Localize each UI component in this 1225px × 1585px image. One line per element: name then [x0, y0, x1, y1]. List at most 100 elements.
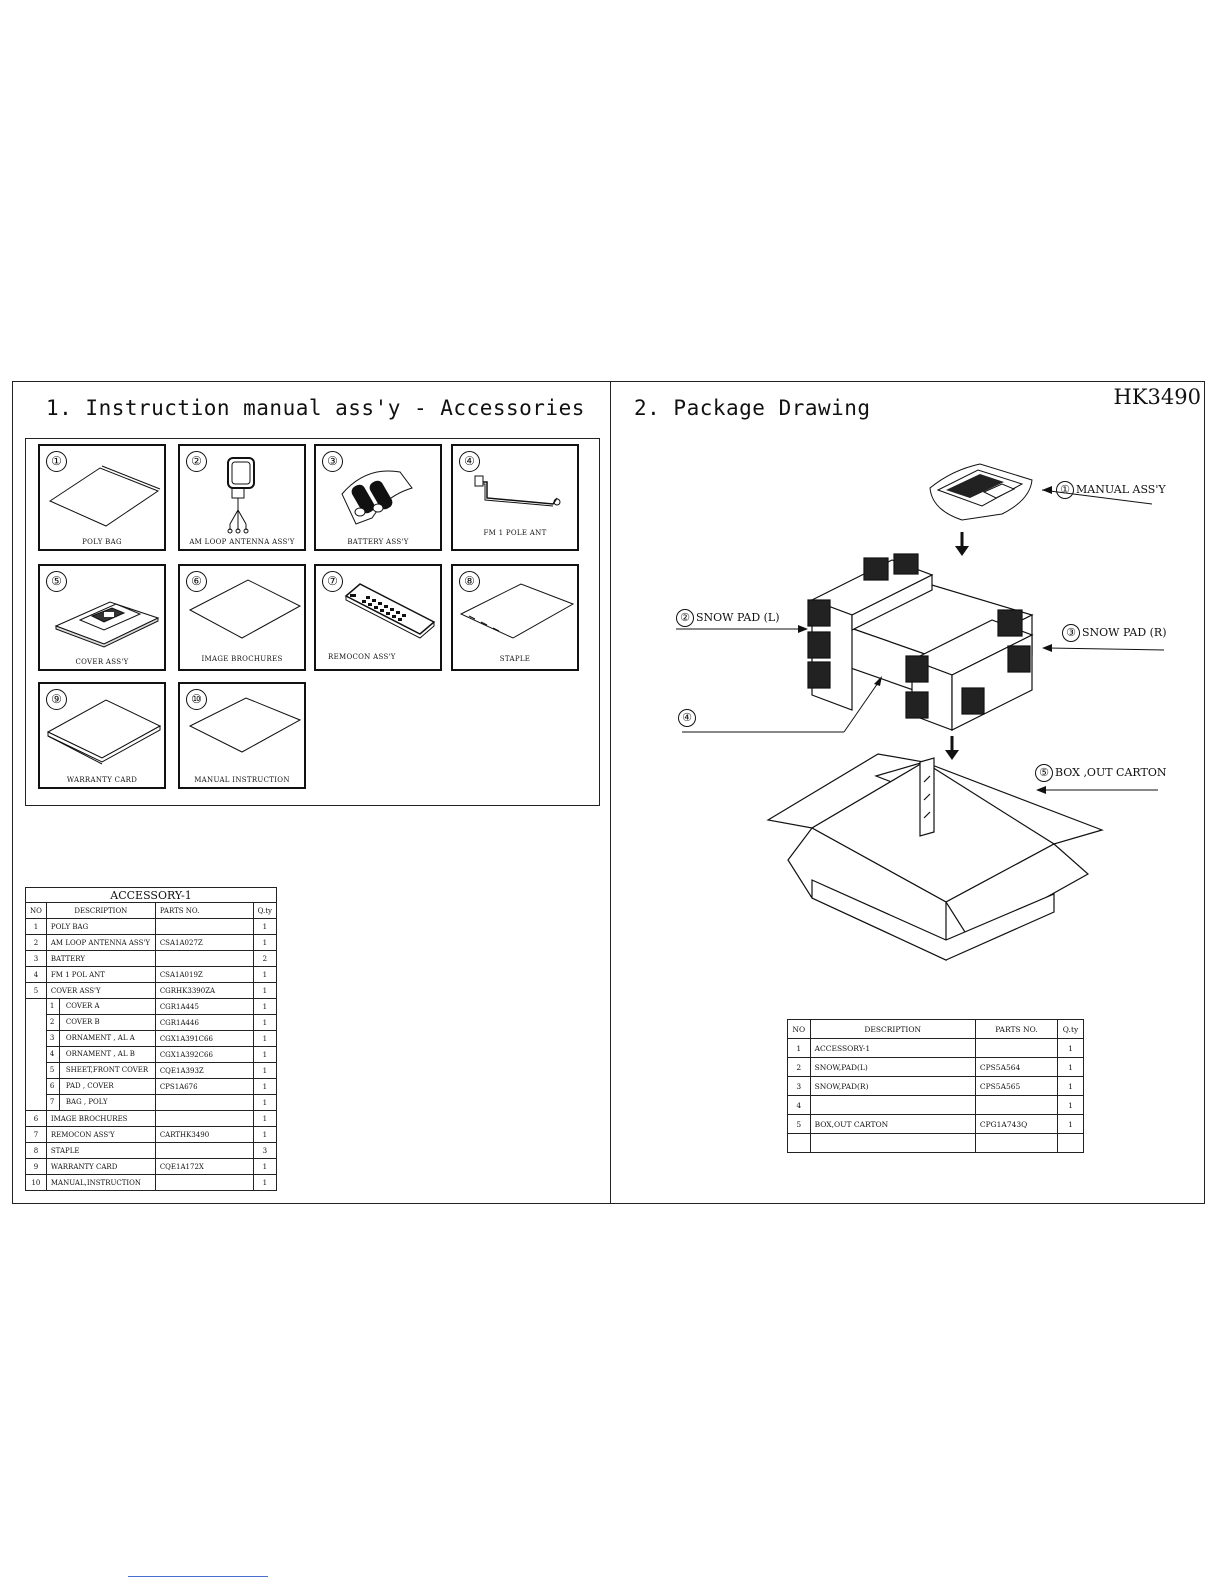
- table-cell-qty: 1: [252, 918, 278, 935]
- table-cell-qty: 1: [252, 1094, 278, 1111]
- accessory-label: FM 1 POLE ANT: [483, 529, 547, 537]
- table-cell-no: 7: [25, 1126, 47, 1143]
- table-header: Q.ty: [252, 902, 278, 919]
- table-cell-no: 3: [787, 1076, 811, 1096]
- table-header: NO: [25, 902, 47, 919]
- table-cell-no: 5: [787, 1114, 811, 1134]
- accessory-tile-fm-pole-antenna: ④ FM 1 POLE ANT: [451, 444, 579, 551]
- table-cell-blank: [25, 1078, 47, 1095]
- table-cell-part-no: [974, 1038, 1059, 1058]
- table-cell-no: 8: [25, 1142, 47, 1159]
- accessory-tile-staple: ⑧ STAPLE: [451, 564, 579, 671]
- accessory-tile-cover: ⑤ COVER ASS'Y: [38, 564, 166, 671]
- section2-title: 2. Package Drawing: [634, 396, 871, 420]
- table-cell-description: ACCESSORY-1: [809, 1038, 976, 1058]
- fm-pole-antenna-icon: [474, 475, 561, 507]
- table-cell-blank: [25, 1030, 47, 1047]
- table-cell-no: 6: [25, 1110, 47, 1127]
- accessory-tile-warranty-card: ⑨ WARRANTY CARD: [38, 682, 166, 789]
- accessory-number: ⑦: [322, 571, 343, 592]
- table-cell-no: 5: [25, 982, 47, 999]
- footer-link-underline: [128, 1576, 268, 1577]
- table-cell-qty: 1: [1057, 1076, 1084, 1096]
- accessory-tile-manual: ⑩ MANUAL INSTRUCTION: [178, 682, 306, 789]
- table-cell-qty: [1057, 1133, 1084, 1153]
- callout-number: ③: [1062, 624, 1080, 642]
- table-cell-desc-text: SHEET,FRONT COVER: [65, 1066, 149, 1074]
- table-cell-desc-text: COVER A: [65, 1002, 100, 1010]
- table-cell-part-no: CPS5A564: [974, 1057, 1059, 1077]
- accessories-frame: [25, 438, 600, 806]
- accessory-label: POLY BAG: [82, 538, 122, 546]
- table-cell-no: [787, 1133, 811, 1153]
- callout-label: BOX ,OUT CARTON: [1055, 766, 1167, 779]
- staple-icon: [459, 583, 575, 639]
- warranty-card-icon: [46, 699, 162, 765]
- table-cell-subno: 3: [47, 1031, 60, 1046]
- manual-icon: [188, 697, 302, 753]
- snow-pads-unit-icon: [807, 553, 1034, 731]
- callout-number: ⑤: [1035, 764, 1053, 782]
- accessory-label: WARRANTY CARD: [66, 776, 138, 784]
- table-cell-part-no: CGX1A392C66: [154, 1046, 254, 1063]
- table-cell-part-no: CSA1A027Z: [154, 934, 254, 951]
- table-header: NO: [787, 1019, 811, 1039]
- table-cell-description: MANUAL,INSTRUCTION: [45, 1174, 156, 1191]
- manual-assembly-icon: [929, 463, 1033, 521]
- accessory-label: IMAGE BROCHURES: [201, 655, 283, 663]
- table-cell-part-no: CQE1A172X: [154, 1158, 254, 1175]
- table-cell-blank: [25, 1014, 47, 1031]
- accessory-tile-remote: ⑦ REMOCON ASS'Y: [314, 564, 442, 671]
- section1-title: 1. Instruction manual ass'y - Accessorie…: [46, 396, 585, 420]
- table-cell-no: 4: [25, 966, 47, 983]
- accessory-label: BATTERY ASS'Y: [347, 538, 409, 546]
- model-number: HK3490: [1113, 385, 1201, 409]
- table-header: PARTS NO.: [154, 902, 254, 919]
- table-cell-qty: 3: [252, 1142, 278, 1159]
- table-cell-part-no: [154, 1142, 254, 1159]
- accessory-number: ⑤: [46, 571, 67, 592]
- table-cell-part-no: CPG1A743Q: [974, 1114, 1059, 1134]
- table-cell-part-no: CGX1A391C66: [154, 1030, 254, 1047]
- table-cell-qty: 1: [252, 982, 278, 999]
- table-cell-no: 1: [25, 918, 47, 935]
- table-cell-description: STAPLE: [45, 1142, 156, 1159]
- table-cell-qty: 1: [252, 998, 278, 1015]
- table-cell-qty: 1: [1057, 1038, 1084, 1058]
- accessory-number: ④: [459, 451, 480, 472]
- accessory-label: REMOCON ASS'Y: [328, 653, 396, 661]
- table-header: DESCRIPTION: [45, 902, 156, 919]
- table-cell-part-no: CQE1A393Z: [154, 1062, 254, 1079]
- table-cell-part-no: [154, 1110, 254, 1127]
- table-cell-no: 4: [787, 1095, 811, 1115]
- callout-label: SNOW PAD (L): [696, 611, 780, 624]
- table-cell-no: 3: [25, 950, 47, 967]
- table-row: [787, 1133, 1084, 1153]
- accessory-number: ⑥: [186, 571, 207, 592]
- accessory-number: ②: [186, 451, 207, 472]
- table-cell-desc-text: ORNAMENT , AL B: [65, 1050, 135, 1058]
- accessory-number: ①: [46, 451, 67, 472]
